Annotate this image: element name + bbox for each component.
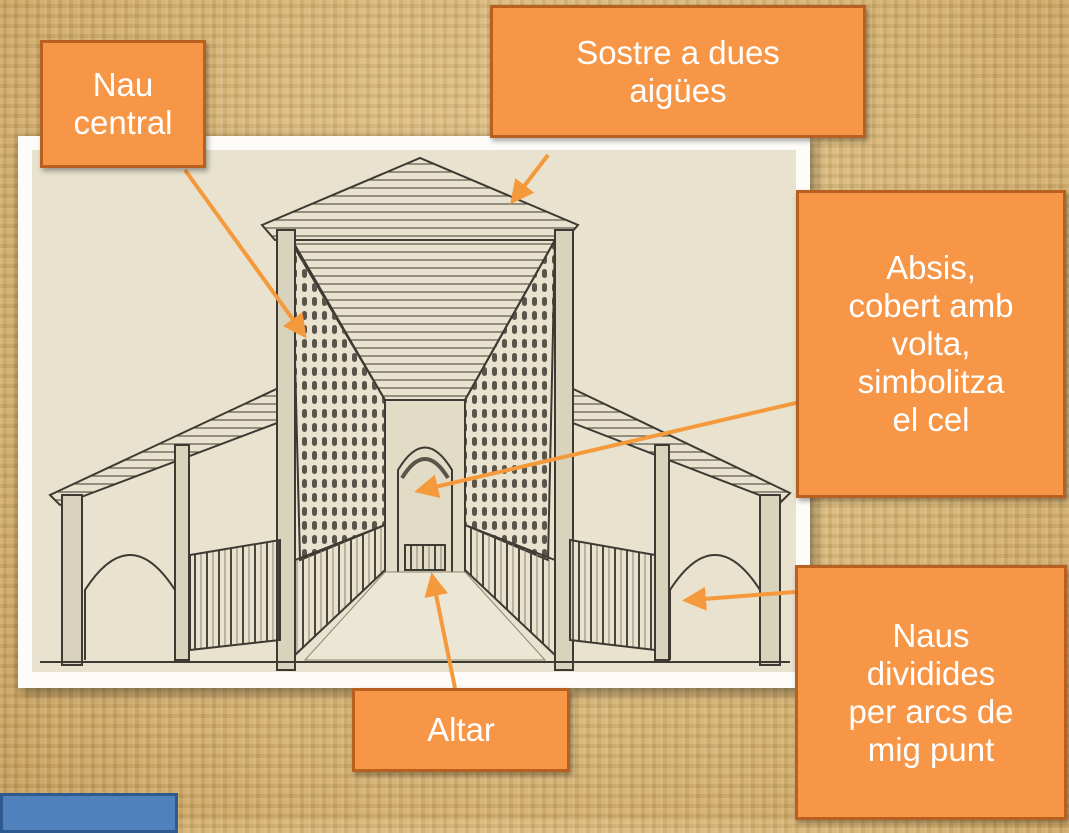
label-nau-central: Nau central — [40, 40, 206, 168]
label-absis-line-2: cobert amb — [848, 287, 1014, 324]
basilica-sketch — [40, 156, 792, 671]
right-inner-post — [654, 444, 670, 661]
label-nau-central-line-1: Nau — [92, 66, 154, 103]
right-aisle-arch — [669, 554, 761, 660]
apse-vault — [400, 457, 450, 480]
right-aisle-colonnade — [569, 538, 656, 652]
arrow-sostre — [510, 153, 550, 205]
arrow-altar — [424, 572, 457, 689]
label-absis: Absis, cobert amb volta, simbolitza el c… — [796, 190, 1066, 498]
label-absis-line-5: el cel — [892, 401, 970, 438]
label-naus-line-4: mig punt — [867, 730, 995, 768]
annotation-arrows — [183, 153, 801, 689]
left-outer-wall — [61, 494, 83, 666]
label-altar: Altar — [352, 688, 570, 772]
label-naus-line-2: dividides — [866, 654, 996, 692]
label-sostre-line-2: aigües — [629, 71, 727, 109]
label-absis-line-3: volta, — [891, 325, 971, 362]
left-main-pillar — [276, 229, 296, 671]
label-sostre-line-1: Sostre a dues — [576, 33, 780, 71]
nave-floor — [303, 571, 547, 661]
label-sostre: Sostre a dues aigües — [490, 5, 866, 138]
apse-arch — [397, 446, 453, 575]
label-naus-line-3: per arcs de — [848, 692, 1014, 730]
left-aisle-colonnade — [189, 538, 281, 652]
altar-block — [404, 544, 446, 571]
arrow-nau-central — [183, 168, 307, 339]
arrow-naus — [682, 586, 796, 611]
label-altar-line-1: Altar — [427, 711, 495, 748]
left-aisle-arch — [84, 554, 176, 660]
right-main-pillar — [554, 229, 574, 671]
label-naus: Naus dividides per arcs de mig punt — [795, 565, 1067, 820]
label-naus-line-1: Naus — [892, 616, 970, 654]
label-absis-line-4: simbolitza — [857, 363, 1005, 400]
left-inner-post — [174, 444, 190, 661]
label-nau-central-line-2: central — [73, 104, 173, 141]
bottom-blue-tab[interactable] — [0, 793, 178, 833]
arrow-absis — [414, 400, 801, 499]
right-outer-wall — [759, 494, 781, 666]
label-absis-line-1: Absis, — [886, 249, 976, 286]
